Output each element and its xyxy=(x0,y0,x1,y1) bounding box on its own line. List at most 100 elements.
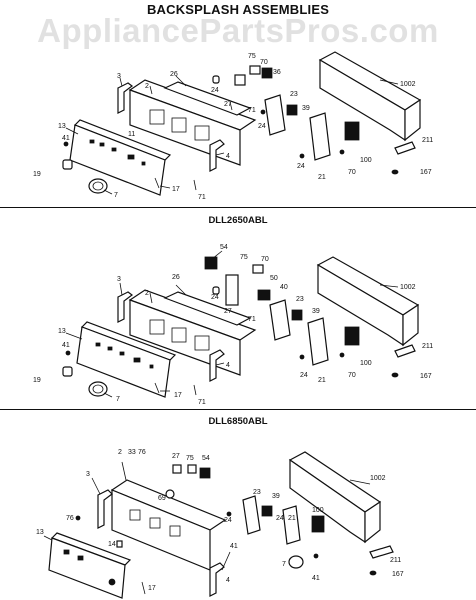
section-heading-3: DLL6850ABL xyxy=(208,416,268,427)
mounting-plate-21 xyxy=(282,505,301,545)
callout-23: 23 xyxy=(253,489,261,496)
callout-76: 76 xyxy=(138,449,146,456)
end-bracket-right xyxy=(209,562,225,597)
callout-54: 54 xyxy=(202,455,210,462)
callout-17: 17 xyxy=(172,186,180,193)
mounting-plate-23 xyxy=(242,495,261,535)
callout-70: 70 xyxy=(261,256,269,263)
part-54 xyxy=(204,256,218,270)
callout-100: 100 xyxy=(360,360,372,367)
part-70 xyxy=(339,352,345,358)
leader-lines xyxy=(65,75,399,195)
callout-13: 13 xyxy=(58,123,66,130)
callout-41: 41 xyxy=(62,342,70,349)
callout-11: 11 xyxy=(128,131,135,138)
callout-70b: 70 xyxy=(348,372,356,379)
callout-40: 40 xyxy=(280,284,288,291)
callout-23: 23 xyxy=(290,91,298,98)
screw-71-top xyxy=(229,101,233,111)
diagram-section-2: 54 75 70 50 40 3 26 2 24 27 71 23 39 100… xyxy=(33,244,433,406)
callout-41: 41 xyxy=(230,543,238,550)
part-76 xyxy=(75,515,81,521)
leader-lines xyxy=(65,250,399,398)
callout-39: 39 xyxy=(302,105,310,112)
callout-75: 75 xyxy=(248,53,256,60)
callout-27: 27 xyxy=(224,308,232,315)
callout-2: 2 xyxy=(145,290,149,297)
component-100 xyxy=(344,121,360,141)
callout-211: 211 xyxy=(422,343,433,350)
clip-211 xyxy=(369,545,394,559)
control-panel xyxy=(76,321,177,398)
part-41 xyxy=(313,553,319,559)
part-14 xyxy=(116,540,123,548)
diagram-section-3: 2 33 76 27 75 54 3 69 23 39 1002 76 24 2… xyxy=(36,449,404,599)
callout-39: 39 xyxy=(272,493,280,500)
callout-69: 69 xyxy=(158,495,166,502)
end-bracket-right xyxy=(209,139,225,172)
part-41 xyxy=(65,350,71,356)
timer-knob xyxy=(88,178,108,194)
callout-19: 19 xyxy=(33,171,41,178)
end-bracket-left xyxy=(117,82,133,114)
screw-167 xyxy=(391,169,399,175)
part-70 xyxy=(339,149,345,155)
callout-4: 4 xyxy=(226,577,230,584)
end-bracket-left xyxy=(97,489,113,529)
callout-labels: 2 33 76 27 75 54 3 69 23 39 1002 76 24 2… xyxy=(36,449,404,592)
selector-knob xyxy=(62,366,73,377)
callout-23: 23 xyxy=(296,296,304,303)
screw-17 xyxy=(154,382,160,394)
callout-1002: 1002 xyxy=(400,284,416,291)
callout-13: 13 xyxy=(58,328,66,335)
callout-21: 21 xyxy=(318,377,326,384)
callout-7: 7 xyxy=(114,192,118,199)
callout-211: 211 xyxy=(390,557,401,564)
callout-17: 17 xyxy=(174,392,182,399)
end-bracket-right xyxy=(209,349,225,382)
callout-3: 3 xyxy=(117,276,121,283)
rear-cover xyxy=(318,51,422,142)
callout-4: 4 xyxy=(226,362,230,369)
control-panel xyxy=(48,532,132,599)
callout-167: 167 xyxy=(420,373,432,380)
component-100 xyxy=(344,326,360,346)
callout-21: 21 xyxy=(318,174,326,181)
callout-70b: 70 xyxy=(348,169,356,176)
switch-39 xyxy=(261,505,273,517)
callout-71: 71 xyxy=(248,316,256,323)
rear-cover xyxy=(288,451,382,544)
callout-41b: 41 xyxy=(312,575,320,582)
mounting-plate-21 xyxy=(309,112,331,161)
callout-2: 2 xyxy=(118,449,122,456)
callout-24: 24 xyxy=(211,294,219,301)
callout-75: 75 xyxy=(186,455,194,462)
part-41 xyxy=(63,141,69,147)
callout-3: 3 xyxy=(117,73,121,80)
callout-27: 27 xyxy=(224,101,232,108)
divider-2 xyxy=(0,409,476,410)
callout-7: 7 xyxy=(116,396,120,403)
callout-71b: 71 xyxy=(198,194,206,201)
callout-211: 211 xyxy=(422,137,433,144)
callout-100: 100 xyxy=(312,507,324,514)
screw-167 xyxy=(391,372,399,378)
callout-7: 7 xyxy=(282,561,286,568)
callout-24c: 24 xyxy=(297,163,305,170)
top-trim xyxy=(163,291,252,326)
callout-75: 75 xyxy=(240,254,248,261)
callout-1002: 1002 xyxy=(400,81,416,88)
callout-17: 17 xyxy=(148,585,156,592)
callout-54: 54 xyxy=(220,244,228,251)
switch-39 xyxy=(291,309,303,321)
part-plate xyxy=(225,274,239,306)
screw-71 xyxy=(193,384,197,396)
leader-lines xyxy=(43,461,371,571)
callout-24b: 24 xyxy=(258,123,266,130)
clip-211 xyxy=(394,344,416,358)
knob-7 xyxy=(288,555,304,569)
backsplash-body xyxy=(110,479,227,571)
callout-71: 71 xyxy=(248,107,256,114)
switch-cluster xyxy=(212,65,273,86)
callout-13: 13 xyxy=(36,529,44,536)
